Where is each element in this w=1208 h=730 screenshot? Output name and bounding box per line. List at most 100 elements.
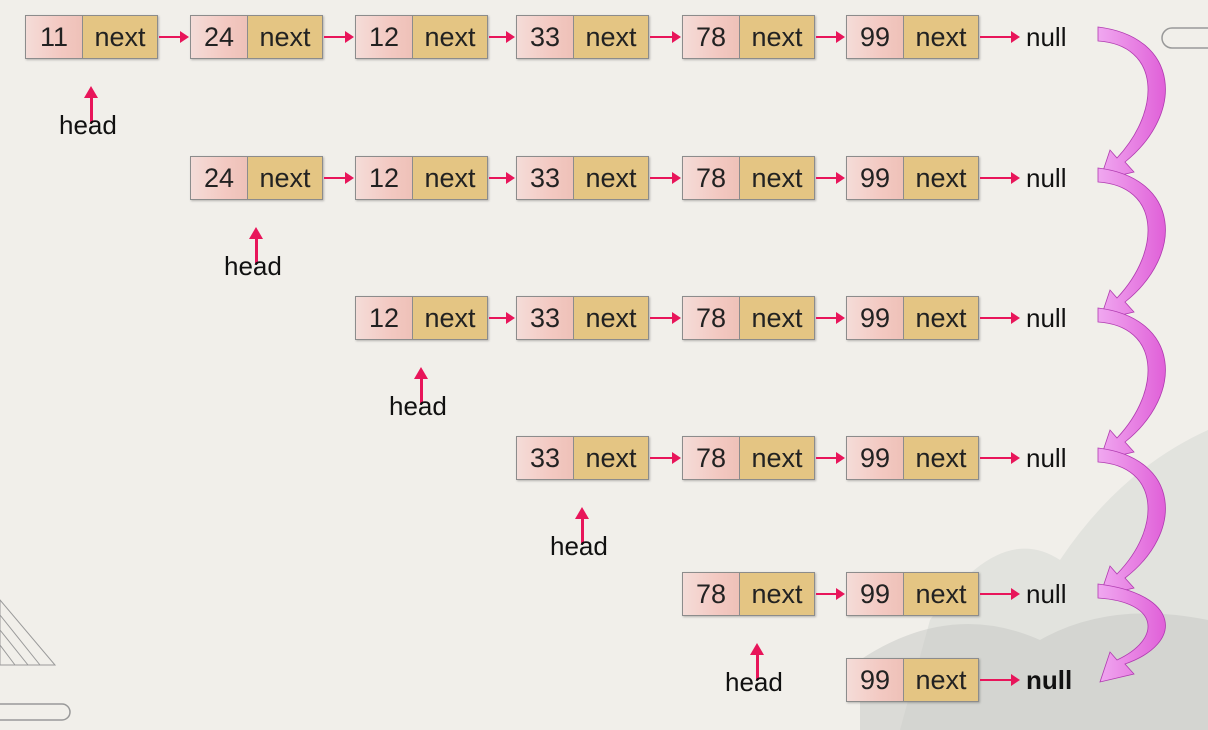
node-next-field: next	[413, 157, 487, 199]
next-pointer-arrow	[650, 172, 681, 184]
head-label: head	[725, 667, 783, 697]
head-pointer-arrow	[249, 227, 263, 264]
node-next-field: next	[574, 16, 648, 58]
node-value: 24	[191, 157, 248, 199]
head-label: head	[389, 391, 447, 421]
head-label: head	[224, 251, 282, 281]
node-value: 24	[191, 16, 248, 58]
node-next-field: next	[574, 157, 648, 199]
node-next-field: next	[904, 297, 978, 339]
node-value: 99	[847, 157, 904, 199]
node-next-field: next	[740, 16, 814, 58]
next-pointer-arrow	[980, 674, 1020, 686]
node-next-field: next	[904, 573, 978, 615]
next-pointer-arrow	[980, 452, 1020, 464]
next-pointer-arrow	[980, 312, 1020, 324]
next-pointer-arrow	[816, 588, 845, 600]
flow-arrow	[1097, 26, 1166, 181]
node-next-field: next	[740, 157, 814, 199]
null-label: null	[1026, 303, 1067, 333]
node-next-field: next	[740, 573, 814, 615]
next-pointer-arrow	[980, 172, 1020, 184]
node-next-field: next	[248, 16, 322, 58]
node-value: 99	[847, 437, 904, 479]
next-pointer-arrow	[159, 31, 189, 43]
node-value: 78	[683, 573, 740, 615]
node-next-field: next	[904, 16, 978, 58]
node-next-field: next	[904, 437, 978, 479]
next-pointer-arrow	[489, 31, 515, 43]
flow-arrow	[1097, 167, 1166, 321]
node-next-field: next	[904, 157, 978, 199]
next-pointer-arrow	[650, 312, 681, 324]
node-next-field: next	[83, 16, 157, 58]
node-value: 78	[683, 297, 740, 339]
node-value: 12	[356, 157, 413, 199]
node-value: 78	[683, 16, 740, 58]
node-value: 33	[517, 157, 574, 199]
node-next-field: next	[413, 297, 487, 339]
node-value: 33	[517, 16, 574, 58]
node-value: 78	[683, 157, 740, 199]
node-value: 33	[517, 437, 574, 479]
head-label: head	[550, 531, 608, 561]
flow-arrow	[1097, 447, 1166, 597]
next-pointer-arrow	[324, 172, 354, 184]
next-pointer-arrow	[324, 31, 354, 43]
flow-arrow	[1097, 583, 1166, 683]
next-pointer-arrow	[980, 31, 1020, 43]
next-pointer-arrow	[489, 312, 515, 324]
node-value: 33	[517, 297, 574, 339]
next-pointer-arrow	[650, 452, 681, 464]
head-pointer-arrow	[84, 86, 98, 123]
node-value: 78	[683, 437, 740, 479]
flow-arrow	[1097, 307, 1166, 461]
node-next-field: next	[413, 16, 487, 58]
next-pointer-arrow	[489, 172, 515, 184]
head-pointer-arrow	[750, 643, 764, 680]
next-pointer-arrow	[650, 31, 681, 43]
node-next-field: next	[904, 659, 978, 701]
node-next-field: next	[740, 297, 814, 339]
node-value: 11	[26, 16, 83, 58]
next-pointer-arrow	[980, 588, 1020, 600]
node-next-field: next	[574, 297, 648, 339]
head-label: head	[59, 110, 117, 140]
node-value: 99	[847, 297, 904, 339]
null-label: null	[1026, 665, 1073, 695]
node-value: 99	[847, 659, 904, 701]
null-label: null	[1026, 163, 1067, 193]
null-label: null	[1026, 443, 1067, 473]
node-next-field: next	[248, 157, 322, 199]
next-pointer-arrow	[816, 312, 845, 324]
next-pointer-arrow	[816, 172, 845, 184]
node-value: 99	[847, 16, 904, 58]
node-next-field: next	[574, 437, 648, 479]
head-pointer-arrow	[575, 507, 589, 544]
node-value: 12	[356, 297, 413, 339]
next-pointer-arrow	[816, 452, 845, 464]
node-next-field: next	[740, 437, 814, 479]
node-value: 12	[356, 16, 413, 58]
